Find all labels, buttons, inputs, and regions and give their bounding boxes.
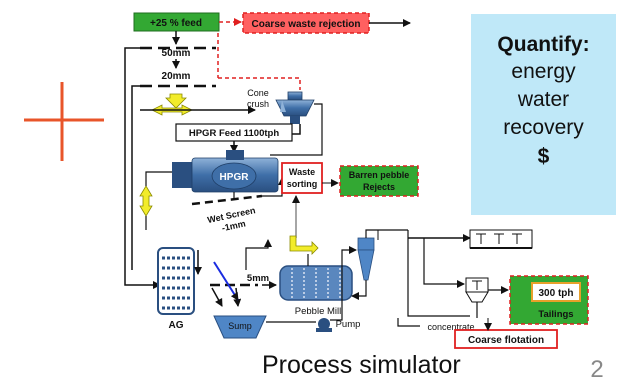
concentrate-label: concentrate [427, 322, 474, 332]
wet-screen-label: Wet Screen-1mm [206, 205, 258, 236]
coarse-flotation-box [454, 329, 558, 349]
flotation-cell-icon [465, 277, 489, 303]
conveyor-arrow-vertical [139, 185, 153, 217]
waste-sorting-box [281, 162, 323, 194]
tailings-label: Tailings [538, 309, 573, 320]
pump-label: Pump [336, 319, 361, 330]
screen-50mm-label: 50mm [162, 48, 191, 59]
cyclone-icon [357, 237, 375, 281]
pebble-mill [279, 265, 353, 301]
flotation-cells-icon [469, 229, 533, 249]
pump-icon [316, 318, 332, 332]
sump-tank [213, 315, 267, 339]
wet-screen [191, 194, 263, 206]
caption: Process simulator [262, 351, 461, 379]
ag-mill [157, 247, 195, 315]
tailings-rate-label: 300 tph [538, 288, 573, 299]
feed-label: +25 % feed [150, 18, 202, 29]
tailings-rate-box [531, 282, 581, 302]
screen-5mm-label: 5mm [247, 273, 269, 284]
panel-item-recovery: recovery [503, 116, 584, 139]
panel-item-energy: energy [511, 60, 576, 83]
conveyor-arrow-top [165, 93, 187, 109]
panel-title: Quantify: [497, 33, 590, 56]
page-number: 2 [590, 356, 604, 383]
hpgr-label: HPGR [220, 172, 250, 183]
panel-item-water: water [517, 88, 570, 111]
coarse-flotation-label: Coarse flotation [468, 335, 544, 346]
coarse-waste-rejection-label: Coarse waste rejection [252, 19, 361, 30]
cone-crusher-icon [275, 91, 315, 124]
sump-label: Sump [228, 321, 252, 331]
pebble-mill-label: Pebble Mill [295, 306, 341, 317]
conveyor-arrow-elbow [289, 235, 319, 255]
quantify-panel: Quantify: energy water recovery $ [471, 14, 616, 215]
barren-pebble-rejects-box [339, 165, 419, 197]
ag-label: AG [169, 320, 184, 331]
hpgr-machine [172, 150, 279, 193]
hpgr-feed-label: HPGR Feed 1100tph [189, 128, 279, 139]
plus-icon [24, 82, 104, 161]
screen-20mm-label: 20mm [162, 71, 191, 82]
panel-currency-symbol: $ [537, 145, 550, 168]
